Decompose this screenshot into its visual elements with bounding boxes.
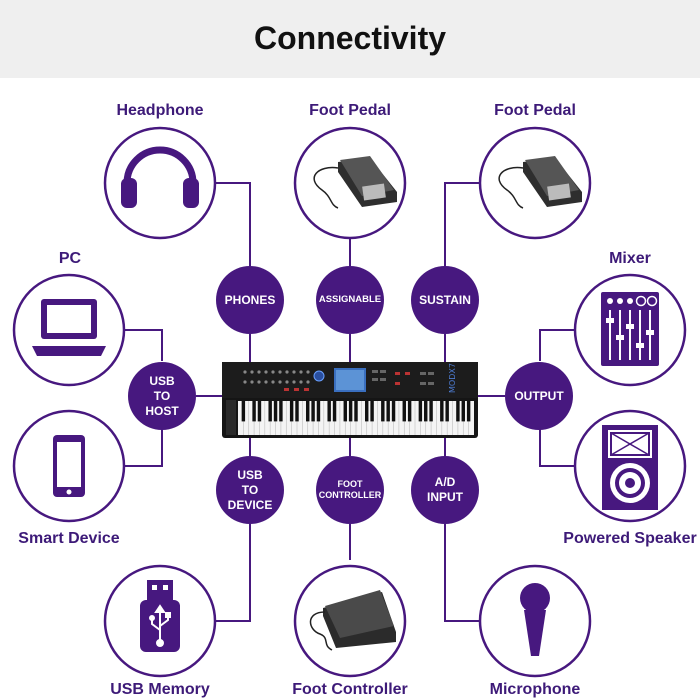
microphone-icon <box>520 583 550 656</box>
smartphone-icon <box>53 435 85 497</box>
header: Connectivity <box>0 0 700 78</box>
headphone-icon <box>121 146 199 208</box>
line-speaker <box>539 429 575 467</box>
black-key <box>456 401 460 422</box>
port-ad-input-line2: INPUT <box>427 490 463 504</box>
label-foot-controller: Foot Controller <box>292 681 408 698</box>
black-key <box>348 401 353 422</box>
usb-stick-icon <box>140 580 180 652</box>
port-phones: PHONES <box>216 266 284 334</box>
port-assignable: ASSIGNABLE <box>316 266 384 334</box>
black-key <box>327 401 331 422</box>
black-key <box>370 401 374 422</box>
black-key <box>354 401 358 422</box>
port-sustain-label: SUSTAIN <box>419 292 471 307</box>
port-output-label: OUTPUT <box>514 388 564 403</box>
port-usb-to-device-line2: TO <box>241 482 259 497</box>
expression-pedal-icon <box>309 590 396 651</box>
port-usb-to-host-line2: TO <box>153 388 171 403</box>
port-assignable-label: ASSIGNABLE <box>318 294 382 306</box>
black-key <box>466 401 471 422</box>
port-phones-label: PHONES <box>224 292 276 307</box>
black-key <box>429 401 433 422</box>
synthesizer-keyboard: MODX7 <box>222 362 478 438</box>
line-foot-pedal-2 <box>444 182 480 266</box>
port-foot-controller: FOOT CONTROLLER <box>316 456 384 524</box>
label-headphone: Headphone <box>116 102 204 119</box>
black-key <box>257 401 262 422</box>
black-key <box>311 401 315 422</box>
black-key <box>268 401 272 422</box>
black-key <box>440 401 444 422</box>
line-headphone <box>214 182 251 266</box>
port-usb-to-host-line3: HOST <box>145 403 179 418</box>
label-foot-pedal-1: Foot Pedal <box>309 102 391 119</box>
page-title: Connectivity <box>253 20 447 56</box>
line-smart-device <box>124 429 163 467</box>
black-key <box>445 401 449 422</box>
black-key <box>241 401 246 422</box>
line-microphone <box>444 524 480 622</box>
label-smart-device: Smart Device <box>18 530 120 547</box>
laptop-icon <box>32 299 106 356</box>
mixer-icon <box>601 292 659 366</box>
foot-pedal-icon-2 <box>498 156 582 209</box>
black-key <box>418 401 423 422</box>
port-sustain: SUSTAIN <box>411 266 479 334</box>
label-powered-speaker: Powered Speaker <box>563 530 697 547</box>
black-key <box>306 401 310 422</box>
black-key <box>391 401 396 422</box>
black-key <box>461 401 465 422</box>
port-ad-input: A/D INPUT <box>411 456 479 524</box>
black-key <box>279 401 283 422</box>
black-key <box>365 401 369 422</box>
label-pc: PC <box>58 250 82 267</box>
speaker-icon <box>602 425 658 510</box>
connector-lines <box>124 182 575 622</box>
black-key <box>386 401 390 422</box>
black-key <box>316 401 321 422</box>
port-foot-controller-line2: CONTROLLER <box>318 490 382 500</box>
circle-headphone <box>103 126 217 240</box>
black-key <box>407 401 412 422</box>
line-mixer <box>539 329 575 361</box>
black-key <box>295 401 299 422</box>
black-key <box>252 401 256 422</box>
port-usb-to-host: USB TO HOST <box>128 362 196 430</box>
black-key <box>402 401 406 422</box>
line-pc <box>124 329 163 361</box>
label-usb-memory: USB Memory <box>110 681 210 698</box>
black-key <box>332 401 337 422</box>
port-foot-controller-line1: FOOT <box>337 478 363 489</box>
port-usb-to-host-line1: USB <box>149 373 175 388</box>
black-key <box>289 401 294 422</box>
label-foot-pedal-2: Foot Pedal <box>494 102 576 119</box>
port-usb-to-device: USB TO DEVICE <box>216 456 284 524</box>
port-usb-to-device-line3: DEVICE <box>227 497 273 512</box>
port-output: OUTPUT <box>505 362 573 430</box>
label-microphone: Microphone <box>489 681 581 698</box>
line-usb-memory <box>214 524 251 622</box>
black-key <box>273 401 278 422</box>
black-key <box>381 401 385 422</box>
black-key <box>343 401 347 422</box>
keyboard-model-label: MODX7 <box>448 363 457 393</box>
port-ad-input-line1: A/D <box>434 475 456 489</box>
black-key <box>424 401 428 422</box>
port-usb-to-device-line1: USB <box>237 467 263 482</box>
foot-pedal-icon <box>313 156 397 209</box>
label-mixer: Mixer <box>609 250 651 267</box>
